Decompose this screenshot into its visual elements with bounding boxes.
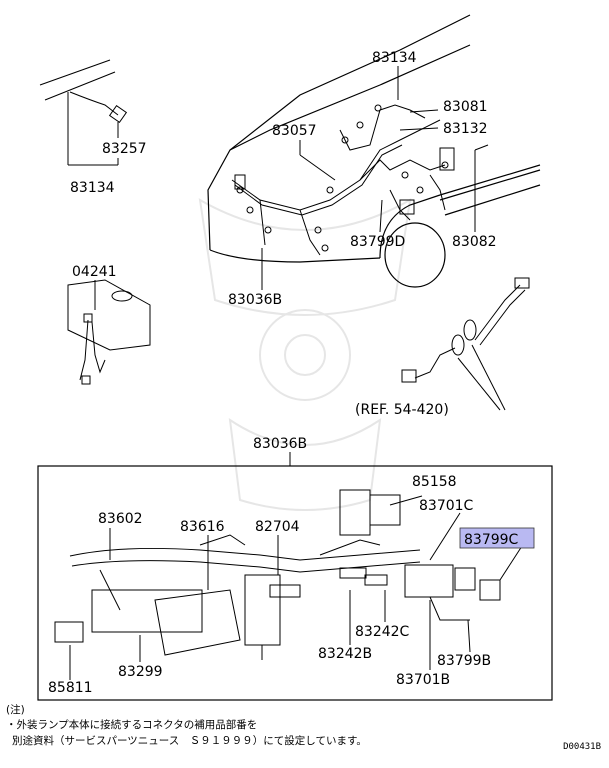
- left-harness-83134: [39, 59, 128, 166]
- part-labels: 83134 83081 83132 83057 83257 83134 8379…: [48, 50, 519, 696]
- label-83799C[interactable]: 83799C: [464, 532, 519, 548]
- label-83081[interactable]: 83081: [443, 99, 488, 115]
- diagram-code: D00431B: [563, 742, 601, 752]
- label-83242B[interactable]: 83242B: [318, 646, 372, 662]
- label-83036B-top[interactable]: 83036B: [228, 292, 282, 308]
- note-line-1: ・外装ランプ本体に接続するコネクタの補用品部番を: [6, 719, 258, 731]
- label-83616[interactable]: 83616: [180, 519, 225, 535]
- label-83299[interactable]: 83299: [118, 664, 163, 680]
- inset-box: [37, 465, 553, 701]
- vehicle-body-outline: [207, 14, 541, 288]
- main-harness: [231, 104, 455, 256]
- label-85158[interactable]: 85158: [412, 474, 457, 490]
- label-83701C[interactable]: 83701C: [419, 498, 474, 514]
- label-04241[interactable]: 04241: [72, 264, 117, 280]
- lamp-connector-ref: [401, 277, 530, 411]
- label-83082[interactable]: 83082: [452, 234, 497, 250]
- label-82704[interactable]: 82704: [255, 519, 300, 535]
- label-ref-54-420[interactable]: (REF. 54-420): [355, 402, 449, 418]
- label-83799D[interactable]: 83799D: [350, 234, 405, 250]
- label-83799B[interactable]: 83799B: [437, 653, 491, 669]
- label-85811[interactable]: 85811: [48, 680, 93, 696]
- note-title: (注): [6, 704, 25, 716]
- label-83036B-box[interactable]: 83036B: [253, 436, 307, 452]
- label-83132[interactable]: 83132: [443, 121, 488, 137]
- label-83602[interactable]: 83602: [98, 511, 143, 527]
- highlight-83799C: [459, 527, 535, 549]
- label-83057[interactable]: 83057: [272, 123, 317, 139]
- label-83134-left[interactable]: 83134: [70, 180, 115, 196]
- note-line-2: 別途資料（サービスパーツニュース Ｓ９１９９９）にて設定しています。: [12, 735, 367, 747]
- label-83701B[interactable]: 83701B: [396, 672, 450, 688]
- label-83134-top[interactable]: 83134: [372, 50, 417, 66]
- label-83242C[interactable]: 83242C: [355, 624, 410, 640]
- label-83257[interactable]: 83257: [102, 141, 147, 157]
- inset-harness: [54, 489, 523, 680]
- washer-tank-04241: [67, 279, 151, 385]
- leader-lines-top: [261, 66, 489, 290]
